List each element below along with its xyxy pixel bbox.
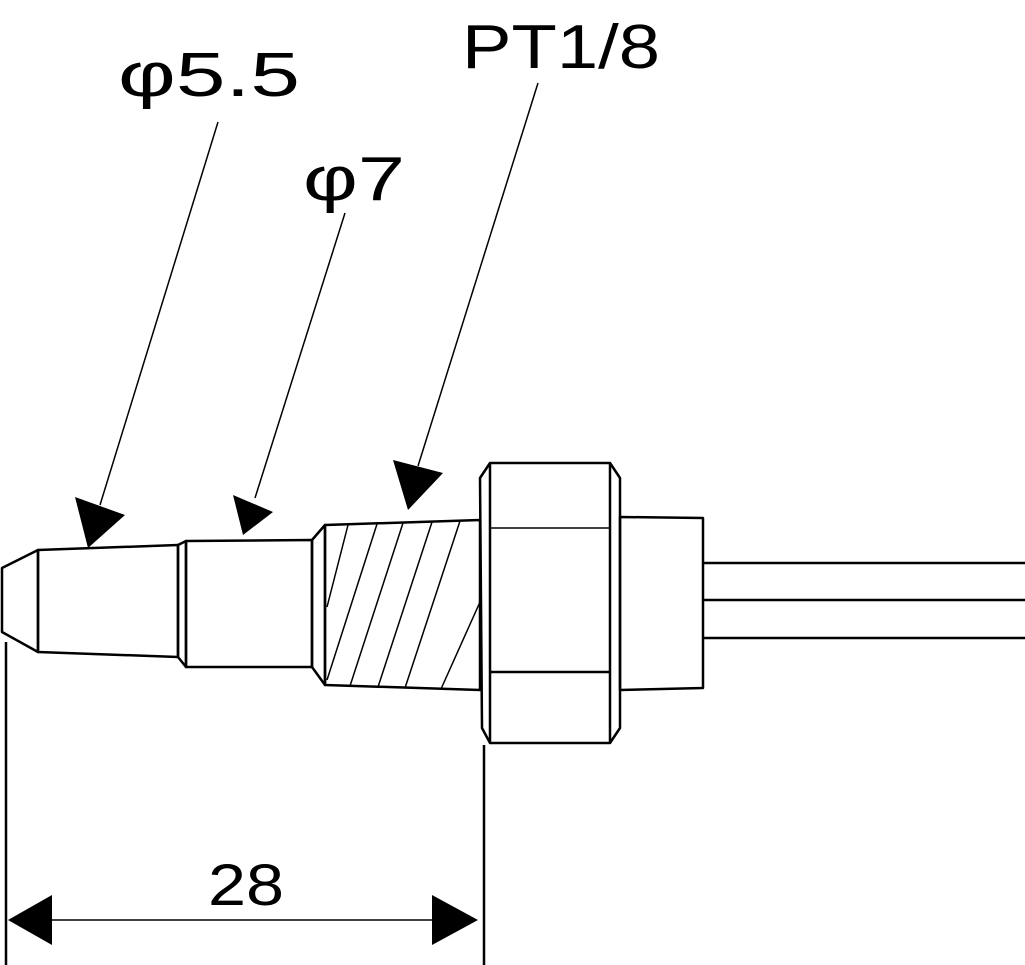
leader-body-diameter: [233, 212, 346, 535]
thread-section: [323, 518, 482, 692]
hex-nut: [478, 461, 622, 745]
arrow-icon: [393, 460, 443, 510]
arrow-left-icon: [8, 895, 52, 945]
thread-label: PT1/8: [462, 13, 660, 82]
probe-tip: [0, 548, 40, 654]
cable: [703, 561, 1025, 640]
step-chamfer-2: [310, 523, 327, 687]
leader-tip-diameter: [75, 121, 219, 548]
body-diameter-label: φ7: [303, 145, 405, 214]
length-dimension: [4, 642, 486, 965]
arrow-right-icon: [432, 895, 478, 945]
tip-diameter-label: φ5.5: [118, 41, 300, 110]
length-dimension-label: 28: [208, 853, 284, 918]
rear-body: [618, 515, 705, 692]
arrow-icon: [75, 497, 125, 548]
leader-thread: [393, 82, 539, 510]
tip-section: [36, 543, 180, 659]
arrow-icon: [233, 495, 273, 535]
body-section: [184, 538, 314, 669]
